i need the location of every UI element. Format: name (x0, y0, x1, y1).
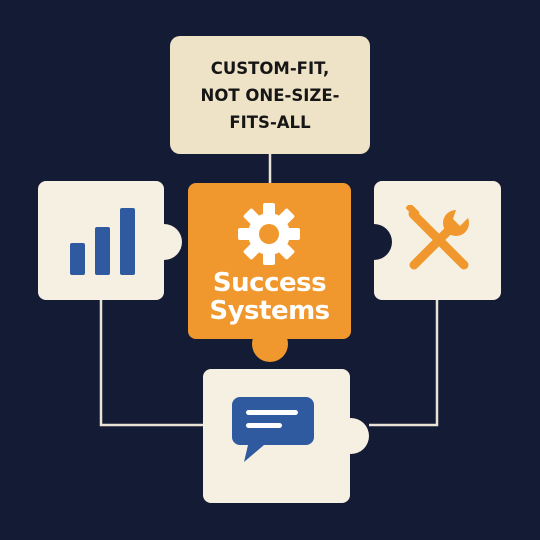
bar-chart-icon (70, 208, 135, 275)
puzzle-tile-communication (203, 369, 350, 503)
puzzle-slot-right (356, 224, 392, 260)
center-title: Success Systems (188, 269, 351, 325)
center-title-line-2: Systems (209, 296, 330, 326)
puzzle-tab-left (146, 224, 182, 260)
puzzle-tab-center (252, 326, 288, 362)
puzzle-tile-analytics (38, 181, 164, 300)
callout-box: CUSTOM-FIT, NOT ONE-SIZE- FITS-ALL (170, 36, 370, 154)
tools-icon (406, 205, 469, 270)
callout-text: CUSTOM-FIT, NOT ONE-SIZE- FITS-ALL (184, 55, 356, 136)
chat-bubble-icon (232, 397, 314, 462)
puzzle-tile-success-systems: Success Systems (188, 183, 351, 339)
connector-left-to-bottom (99, 300, 203, 427)
puzzle-tab-bottom (333, 418, 369, 454)
puzzle-tile-tools (374, 181, 501, 300)
callout-line-1: CUSTOM-FIT, (210, 58, 330, 78)
center-title-line-1: Success (212, 268, 327, 298)
connector-right-to-bottom (369, 300, 439, 427)
callout-line-2: NOT ONE-SIZE- (200, 85, 340, 105)
callout-line-3: FITS-ALL (229, 112, 311, 132)
gear-icon (238, 203, 300, 265)
